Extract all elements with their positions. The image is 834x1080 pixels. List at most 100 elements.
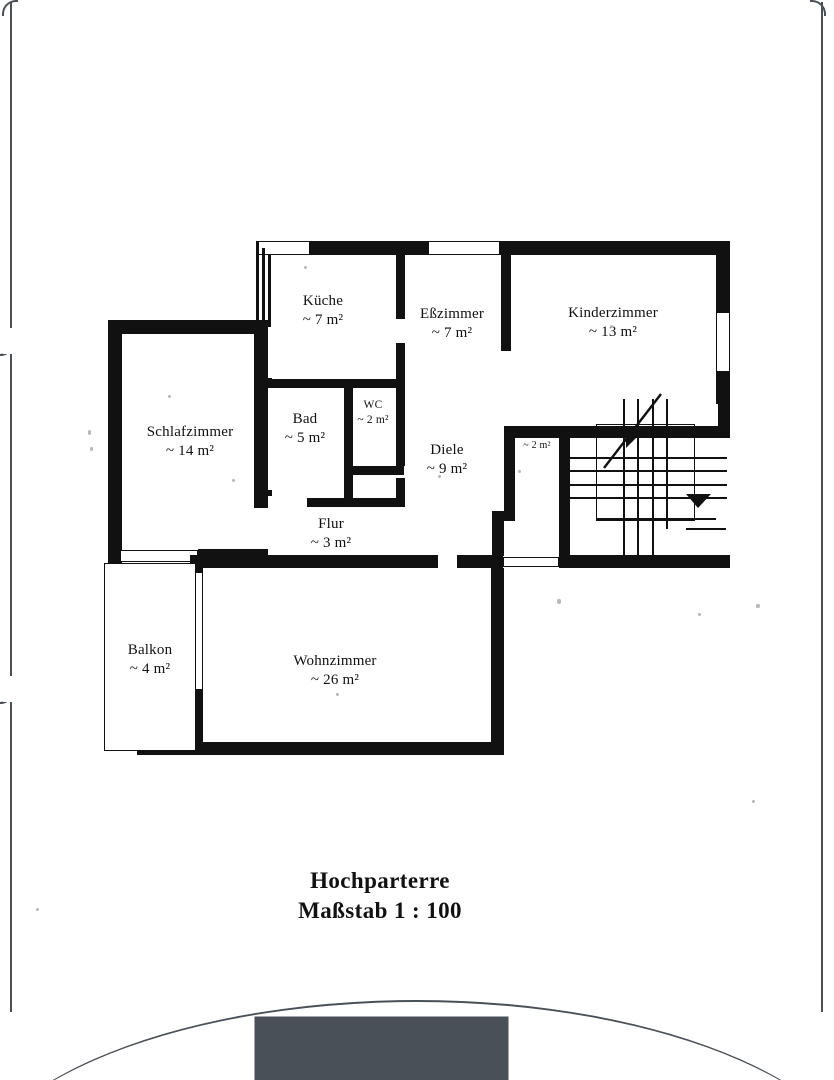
opening-entry-door <box>503 557 559 567</box>
scan-speck <box>557 599 561 604</box>
scan-speck <box>232 479 235 482</box>
window-schlafzimmer-bottom <box>120 550 198 562</box>
scan-speck <box>88 430 91 435</box>
wall-schlafzimmer-bottom-left <box>108 549 120 563</box>
wall-wohnzimmer-right <box>491 568 504 755</box>
wall-flur-bottom <box>190 555 438 568</box>
stair-stringer-v2 <box>637 399 640 567</box>
wall-abstellraum-left <box>504 426 515 521</box>
page-edge-bottom <box>0 1000 834 1080</box>
room-name: Schlafzimmer <box>146 424 234 440</box>
wall-kueche-outer-jamb-vertical-2 <box>262 248 265 326</box>
wall-diele-bottom-left <box>457 555 503 568</box>
wall-schlafzimmer-right-middle <box>254 372 268 488</box>
wall-kueche-esszimmer-upper <box>396 255 405 319</box>
caption-floor: Hochparterre <box>310 868 450 893</box>
room-area: ~ 3 m² <box>310 535 352 552</box>
room-label-balkon: Balkon ~ 4 m² <box>128 641 173 679</box>
room-area: ~ 2 m² <box>357 413 389 426</box>
page-edge-right <box>821 2 823 1012</box>
wall-schlafzimmer-right-upper <box>254 320 268 372</box>
wall-kueche-inner-jamb-vertical <box>268 255 271 327</box>
stair-tread-left-3 <box>569 484 669 487</box>
wall-esszimmer-kinderzimmer <box>501 255 511 351</box>
room-label-wc: WC ~ 2 m² <box>357 398 388 427</box>
room-area: ~ 2 m² <box>523 439 551 451</box>
room-name: Balkon <box>127 642 173 658</box>
stair-tread-left-1 <box>569 457 669 460</box>
plan-caption: Hochparterre Maßstab 1 : 100 <box>0 866 760 927</box>
room-label-bad: Bad ~ 5 m² <box>285 410 325 448</box>
room-label-diele: Diele ~ 9 m² <box>427 441 467 479</box>
scan-speck <box>438 475 441 478</box>
scan-speck <box>698 613 701 616</box>
wall-bad-bottom-stub <box>307 498 353 507</box>
room-area: ~ 14 m² <box>165 443 215 460</box>
room-name: Flur <box>318 516 344 532</box>
scan-speck <box>36 908 39 911</box>
wall-top-esszimmer-left-stub <box>420 241 428 255</box>
room-name: Abst. <box>525 427 549 438</box>
stair-stringer-v3 <box>652 399 655 567</box>
wall-stairwell-left <box>559 426 570 568</box>
door-jamb-abstellraum-left <box>504 515 512 521</box>
wall-top-kinderzimmer <box>500 241 730 255</box>
scan-speck <box>90 447 93 451</box>
door-jamb-schlafzimmer-upper <box>264 378 272 383</box>
scan-speck <box>518 470 521 473</box>
room-area: ~ 5 m² <box>284 430 326 447</box>
page-edge-left <box>10 2 12 1012</box>
balkon-outline <box>104 563 196 751</box>
wall-kueche-bottom <box>267 379 405 388</box>
wall-bad-wc <box>344 383 353 499</box>
door-jamb-flur-top <box>255 549 265 556</box>
scan-speck <box>752 800 755 803</box>
stair-tread-right-1 <box>666 457 727 460</box>
room-name: Küche <box>302 293 344 309</box>
page-corner-top-left <box>2 0 18 16</box>
window-kinderzimmer-right <box>716 312 730 372</box>
wall-wohnzimmer-bottom <box>137 742 504 755</box>
wall-diele-right-vertical <box>492 511 504 556</box>
room-name: WC <box>363 399 383 411</box>
room-label-kueche: Küche ~ 7 m² <box>303 292 343 330</box>
wall-kinderzimmer-bottom-right-stub <box>718 404 730 438</box>
scan-speck <box>168 395 171 398</box>
room-label-schlafzimmer: Schlafzimmer ~ 14 m² <box>147 423 234 461</box>
window-esszimmer-top <box>428 241 500 255</box>
wall-right-kinderzimmer-upper <box>716 241 730 312</box>
room-label-abstellraum: Abst. ~ 2 m² <box>523 427 550 453</box>
wall-right-kinderzimmer-lower <box>716 372 730 404</box>
room-name: Diele <box>430 442 464 458</box>
room-label-wohnzimmer: Wohnzimmer ~ 26 m² <box>293 652 376 690</box>
stair-tread-left-4 <box>569 497 669 500</box>
caption-scale: Maßstab 1 : 100 <box>298 898 462 924</box>
stair-tread-bottom-1 <box>596 518 716 521</box>
scan-speck <box>610 325 613 328</box>
stair-tread-right-3 <box>666 484 727 487</box>
room-area: ~ 13 m² <box>588 324 638 341</box>
wall-schlafzimmer-left <box>108 320 122 563</box>
room-area: ~ 7 m² <box>431 325 473 342</box>
wall-wc-bottom <box>348 466 404 475</box>
wall-entry-bottom-right <box>559 555 730 568</box>
room-area: ~ 7 m² <box>302 312 344 329</box>
room-label-flur: Flur ~ 3 m² <box>311 515 351 553</box>
room-area: ~ 9 m² <box>426 461 468 478</box>
wall-schlafzimmer-top <box>108 320 268 334</box>
wall-kueche-outer-jamb-vertical <box>256 241 259 325</box>
page-corner-top-right <box>810 0 826 16</box>
room-name: Wohnzimmer <box>293 653 377 669</box>
stair-tread-left-2 <box>569 470 669 473</box>
room-name: Bad <box>292 411 318 427</box>
room-label-esszimmer: Eßzimmer ~ 7 m² <box>420 305 484 343</box>
wall-kueche-esszimmer-lower <box>396 343 405 389</box>
room-name: Kinderzimmer <box>568 305 658 321</box>
wall-flur-stub-right <box>353 498 405 507</box>
room-area: ~ 4 m² <box>129 661 171 678</box>
wall-wc-diele <box>396 383 405 466</box>
wall-wc-diele-lower <box>396 478 405 506</box>
stair-stringer-v1 <box>623 399 626 567</box>
stair-stringer-v4 <box>666 399 669 529</box>
